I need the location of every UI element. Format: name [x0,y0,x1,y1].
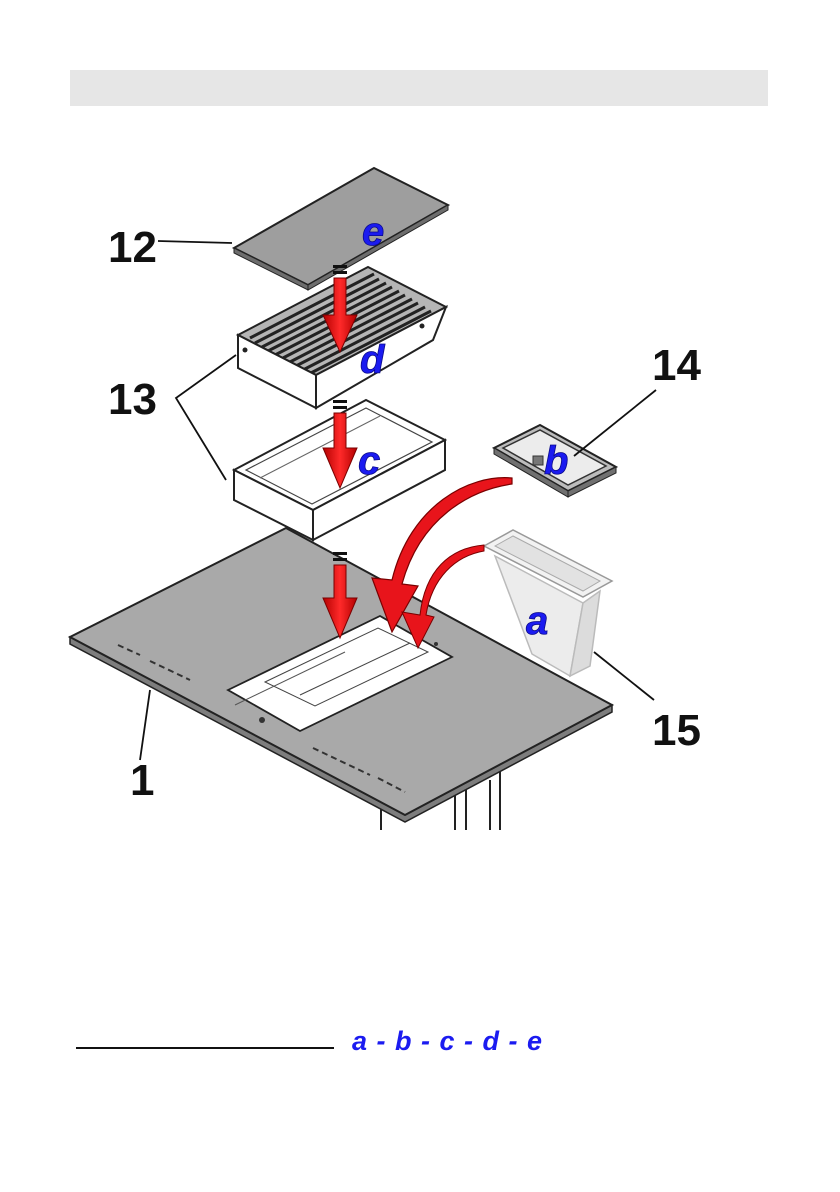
callout-12: 12 [108,223,157,272]
leader-1 [140,690,150,760]
footer-rule [76,1047,334,1049]
arrow-b-curve [372,478,512,632]
step-letter-b: b [544,439,568,483]
assembly-sequence: a - b - c - d - e [352,1026,543,1057]
callout-15: 15 [652,706,701,755]
leader-13 [176,355,236,480]
callout-13: 13 [108,375,157,424]
step-letter-a: a [526,599,548,643]
callout-14: 14 [652,341,701,390]
step-letter-c: c [358,439,380,483]
step-letter-e: e [362,210,384,254]
callout-1: 1 [130,756,154,805]
leader-12 [158,241,232,243]
leader-15 [594,652,654,700]
leader-14 [574,390,656,456]
step-letter-d: d [360,338,386,382]
